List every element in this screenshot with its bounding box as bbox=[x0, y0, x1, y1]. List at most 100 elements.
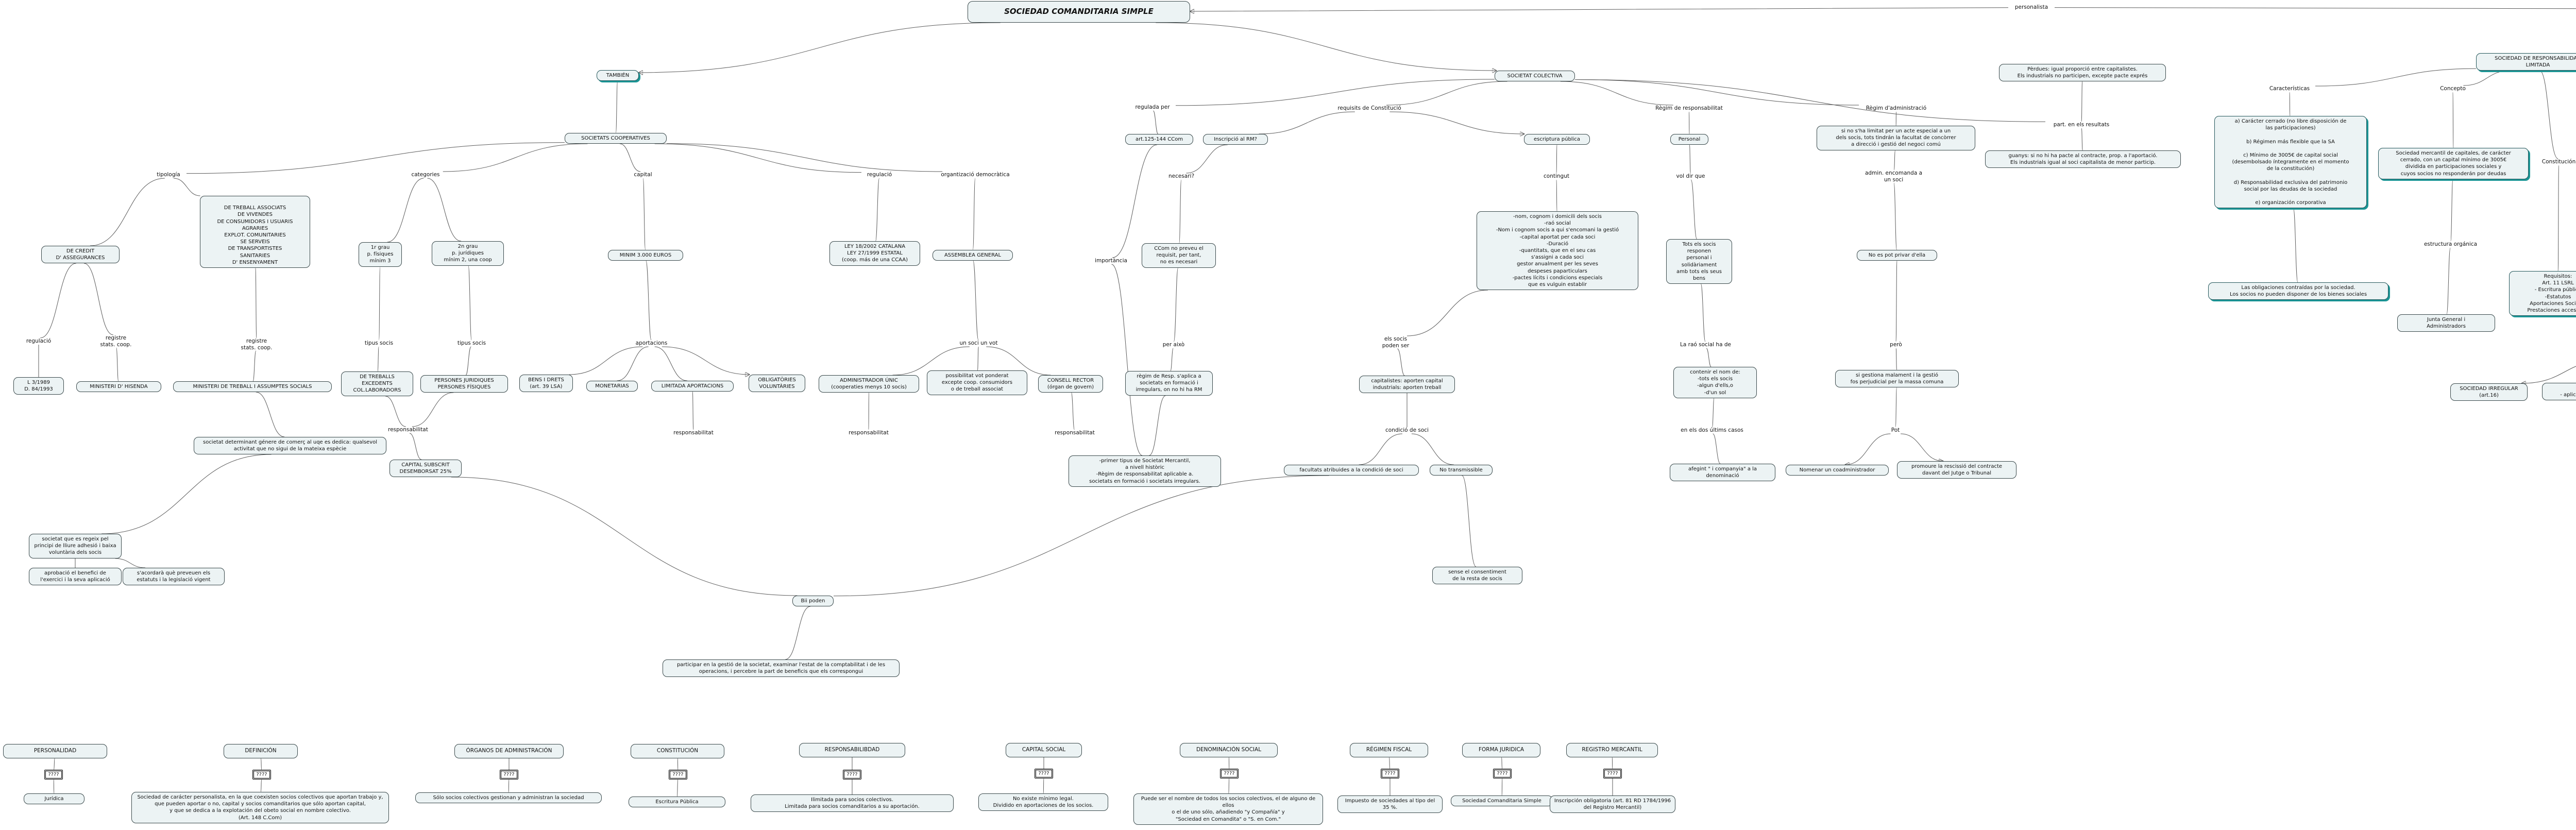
leg-personalidad[interactable]: PERSONALIDAD bbox=[3, 744, 107, 758]
lbl-requisits: requisits de Constitució bbox=[1337, 105, 1401, 111]
coadministrador[interactable]: Nomenar un coadministrador bbox=[1786, 465, 1889, 476]
lbl-regulacio2: regulació bbox=[26, 338, 52, 344]
admin-unic[interactable]: ADMINISTRADOR ÚNIC (cooperaties menys 10… bbox=[819, 375, 919, 393]
grau2[interactable]: 2n grau p. jurídiques mínim 2, una coop bbox=[432, 241, 504, 266]
capitalistes-box[interactable]: capitalistes: aporten capital industrial… bbox=[1359, 376, 1455, 394]
edge-facultats-box--bipoden bbox=[833, 475, 1329, 597]
soc-irregular[interactable]: SOCIEDAD IRREGULAR (art.16) bbox=[2450, 383, 2528, 401]
ley-coop[interactable]: LEY 18/2002 CATALANA LEY 27/1999 ESTATAL… bbox=[829, 241, 920, 266]
leg-den-note[interactable]: Puede ser el nombre de todos los socios … bbox=[1133, 793, 1323, 825]
leg-q3[interactable]: ???? bbox=[500, 770, 518, 780]
leg-forma-note[interactable]: Sociedad Comanditaria Simple bbox=[1451, 795, 1553, 807]
inscripcio-rm[interactable]: Inscripció al RM? bbox=[1203, 134, 1268, 145]
edge-leg-definicion--leg-q2 bbox=[261, 758, 262, 770]
lbl-regim-admin: Règim d'administració bbox=[1866, 105, 1927, 111]
leg-q2[interactable]: ???? bbox=[252, 770, 271, 780]
edge-srl--lbl-caracteristicas-srl bbox=[2315, 68, 2477, 87]
ccom-no-preveu[interactable]: CCom no preveu el requisit, per tant, no… bbox=[1142, 243, 1216, 268]
leg-org-note[interactable]: Sólo socios colectivos gestionan y admin… bbox=[415, 792, 602, 804]
grau1[interactable]: 1r grau p. físiques mínim 3 bbox=[359, 242, 402, 267]
vot-ponderat[interactable]: possibilitat vot ponderat excepte coop. … bbox=[927, 370, 1027, 395]
bipoden[interactable]: Bii poden bbox=[792, 596, 834, 607]
leg-q5[interactable]: ???? bbox=[843, 770, 861, 780]
bens-drets[interactable]: BENS I DRETS (art. 39 LSA) bbox=[519, 375, 573, 393]
leg-escritura[interactable]: Escritura Pública bbox=[629, 797, 725, 808]
assemblea-general[interactable]: ASSEMBLEA GENERAL bbox=[933, 250, 1013, 261]
societats-cooperatives[interactable]: SOCIETATS COOPERATIVES bbox=[565, 133, 667, 144]
note-left2[interactable]: aprobació el benefici de l'exercici i la… bbox=[29, 568, 122, 586]
leg-forma[interactable]: FORMA JURIDICA bbox=[1462, 743, 1540, 757]
monetarias[interactable]: MONETARIAS bbox=[586, 381, 638, 392]
capital-subscrit[interactable]: CAPITAL SUBSCRIT DESEMBORSAT 25% bbox=[389, 460, 462, 478]
ministeri-treball[interactable]: MINISTERI DE TREBALL I ASSUMPTES SOCIALS bbox=[173, 381, 332, 393]
no-privar[interactable]: No es pot privar d'ella bbox=[1857, 250, 1937, 261]
leg-def-note[interactable]: Sociedad de carácter personalista, en la… bbox=[131, 792, 389, 823]
tambien[interactable]: TAMBIÉN bbox=[597, 70, 639, 81]
leg-resp-note[interactable]: Ilimitada para socios colectivos. Limita… bbox=[751, 794, 954, 812]
art125[interactable]: art.125-144 CCom bbox=[1125, 134, 1193, 145]
leg-reg-note[interactable]: Inscripción obligatoria (art. 81 RD 1784… bbox=[1550, 795, 1675, 814]
srl-carac-box[interactable]: a) Carácter cerrado (no libre disposició… bbox=[2214, 116, 2367, 209]
title[interactable]: SOCIEDAD COMANDITARIA SIMPLE bbox=[968, 1, 1190, 23]
consell-rector[interactable]: CONSELL RECTOR (órgan de govern) bbox=[1038, 375, 1103, 393]
personal-box[interactable]: Personal bbox=[1670, 134, 1708, 145]
leg-denominacion[interactable]: DENOMINACIÓN SOCIAL bbox=[1180, 743, 1278, 757]
ministeri-hisenda[interactable]: MINISTERI D' HISENDA bbox=[76, 381, 161, 393]
leg-q1[interactable]: ???? bbox=[44, 770, 63, 780]
leg-capital[interactable]: CAPITAL SOCIAL bbox=[1006, 743, 1082, 757]
note-left3[interactable]: s'acordarà què preveuen els estatuts i l… bbox=[123, 568, 225, 586]
regim-resp-box[interactable]: règim de Resp. s'aplica a societats en f… bbox=[1125, 371, 1213, 396]
edge-lbl-importancia--note-primer-tipus bbox=[1111, 264, 1143, 456]
obligaciones-note[interactable]: Las obligaciones contraídas por la socie… bbox=[2208, 282, 2388, 300]
tipologia-list[interactable]: DE TREBALL ASSOCIATS DE VIVENDES DE CONS… bbox=[200, 196, 310, 268]
oblig-volunt[interactable]: OBLIGATÒRIES VOLUNTÀRIES bbox=[749, 375, 805, 393]
sino-limitat-note[interactable]: si no s'ha limitat per un acte especial … bbox=[1817, 126, 1975, 150]
note-societat-genere[interactable]: societat determinant génere de comerç al… bbox=[194, 437, 386, 455]
leg-organos[interactable]: ÓRGANOS DE ADMINISTRACIÓN bbox=[454, 744, 564, 758]
societat-colectiva[interactable]: SOCIETAT COLECTIVA bbox=[1495, 71, 1575, 82]
perdues-note[interactable]: Pèrdues: igual proporció entre capitalis… bbox=[1999, 64, 2166, 82]
rescissio[interactable]: promoure la rescissió del contracte dava… bbox=[1897, 461, 2016, 479]
afegint-box[interactable]: afegint " i companyia" a la denominació bbox=[1670, 464, 1775, 482]
contenir-box[interactable]: contenir el nom de: -tots els socis -alg… bbox=[1673, 367, 1757, 398]
leg-q7[interactable]: ???? bbox=[1220, 769, 1239, 779]
escriptura-publica[interactable]: escriptura pública bbox=[1524, 134, 1590, 145]
srl[interactable]: SOCIEDAD DE RESPONSABILIDAD LIMITADA bbox=[2476, 53, 2576, 71]
soc-formacion[interactable]: SOCIEDAD EN FORMACION (art.15) - aplicac… bbox=[2542, 383, 2576, 401]
persones-jur[interactable]: PERSONES JURIDIQUES PERSONES FÍSIQUES bbox=[420, 375, 508, 393]
note-left1[interactable]: societat que es regeix pel principi de l… bbox=[29, 534, 122, 558]
leg-fis-note[interactable]: Impuesto de sociedades al tipo del 35 %. bbox=[1337, 795, 1443, 814]
note-primer-tipus[interactable]: -primer tipus de Societat Mercantil, a n… bbox=[1069, 455, 1221, 487]
note-mid[interactable]: participar en la gestió de la societat, … bbox=[663, 659, 900, 677]
edge-art125--lbl-importancia bbox=[1112, 144, 1157, 258]
gestiona-malament[interactable]: si gestiona malament i la gestió fos per… bbox=[1835, 370, 1959, 388]
srl-organs[interactable]: Junta General i Administradors bbox=[2397, 314, 2495, 332]
leg-q8[interactable]: ???? bbox=[1381, 769, 1399, 779]
guanys-note[interactable]: guanys: si no hi ha pacte al contracte, … bbox=[1985, 150, 2181, 168]
lbl-resp3: responsabilitat bbox=[849, 430, 889, 436]
leg-fiscal[interactable]: RÉGIMEN FISCAL bbox=[1350, 743, 1428, 757]
tots-socis-note[interactable]: Tots els socis responen personal i solid… bbox=[1666, 239, 1732, 284]
leg-q9[interactable]: ???? bbox=[1493, 769, 1512, 779]
llei-3-1989[interactable]: L 3/1989 D. 84/1993 bbox=[13, 377, 64, 395]
leg-q6[interactable]: ???? bbox=[1035, 769, 1053, 779]
leg-constitucion[interactable]: CONSTITUCIÓN bbox=[631, 744, 724, 758]
no-transmissible[interactable]: No transmissible bbox=[1430, 465, 1493, 476]
srl-requisitos[interactable]: Requisitos: Art. 11 LSRL - Escritura púb… bbox=[2509, 271, 2576, 316]
leg-registro[interactable]: REGISTRO MERCANTIL bbox=[1566, 743, 1658, 757]
limitada-aport[interactable]: LIMITADA APORTACIONS bbox=[651, 381, 734, 392]
leg-responsabilidad[interactable]: RESPONSABILIBDAD bbox=[799, 743, 905, 757]
leg-q4[interactable]: ???? bbox=[669, 770, 687, 780]
facultats-box[interactable]: facultats atribuides a la condició de so… bbox=[1284, 465, 1419, 476]
leg-cap-note[interactable]: No existe mínimo legal. Dividido en apor… bbox=[978, 793, 1108, 811]
leg-definicion[interactable]: DEFINICIÓN bbox=[224, 744, 298, 758]
srl-concepto-box[interactable]: Sociedad mercantil de capitales, de cará… bbox=[2378, 148, 2529, 179]
treballs-excedents[interactable]: DE TREBALLS EXCEDENTS COL.LABORADORS bbox=[341, 371, 413, 396]
consentiment-box[interactable]: sense el consentiment de la resta de soc… bbox=[1432, 567, 1522, 585]
leg-juridica[interactable]: Jurídica bbox=[24, 793, 84, 805]
contingut-note[interactable]: -nom, cognom i domicili dels socis -raó … bbox=[1477, 211, 1638, 291]
minim3000[interactable]: MINIM 3.000 EUROS bbox=[608, 250, 683, 261]
credit-assegurances[interactable]: DE CREDIT D' ASSEGURANCES bbox=[41, 246, 120, 264]
leg-q10[interactable]: ???? bbox=[1603, 769, 1622, 779]
edge-assemblea-general--lbl-unsociunvot bbox=[973, 260, 979, 341]
